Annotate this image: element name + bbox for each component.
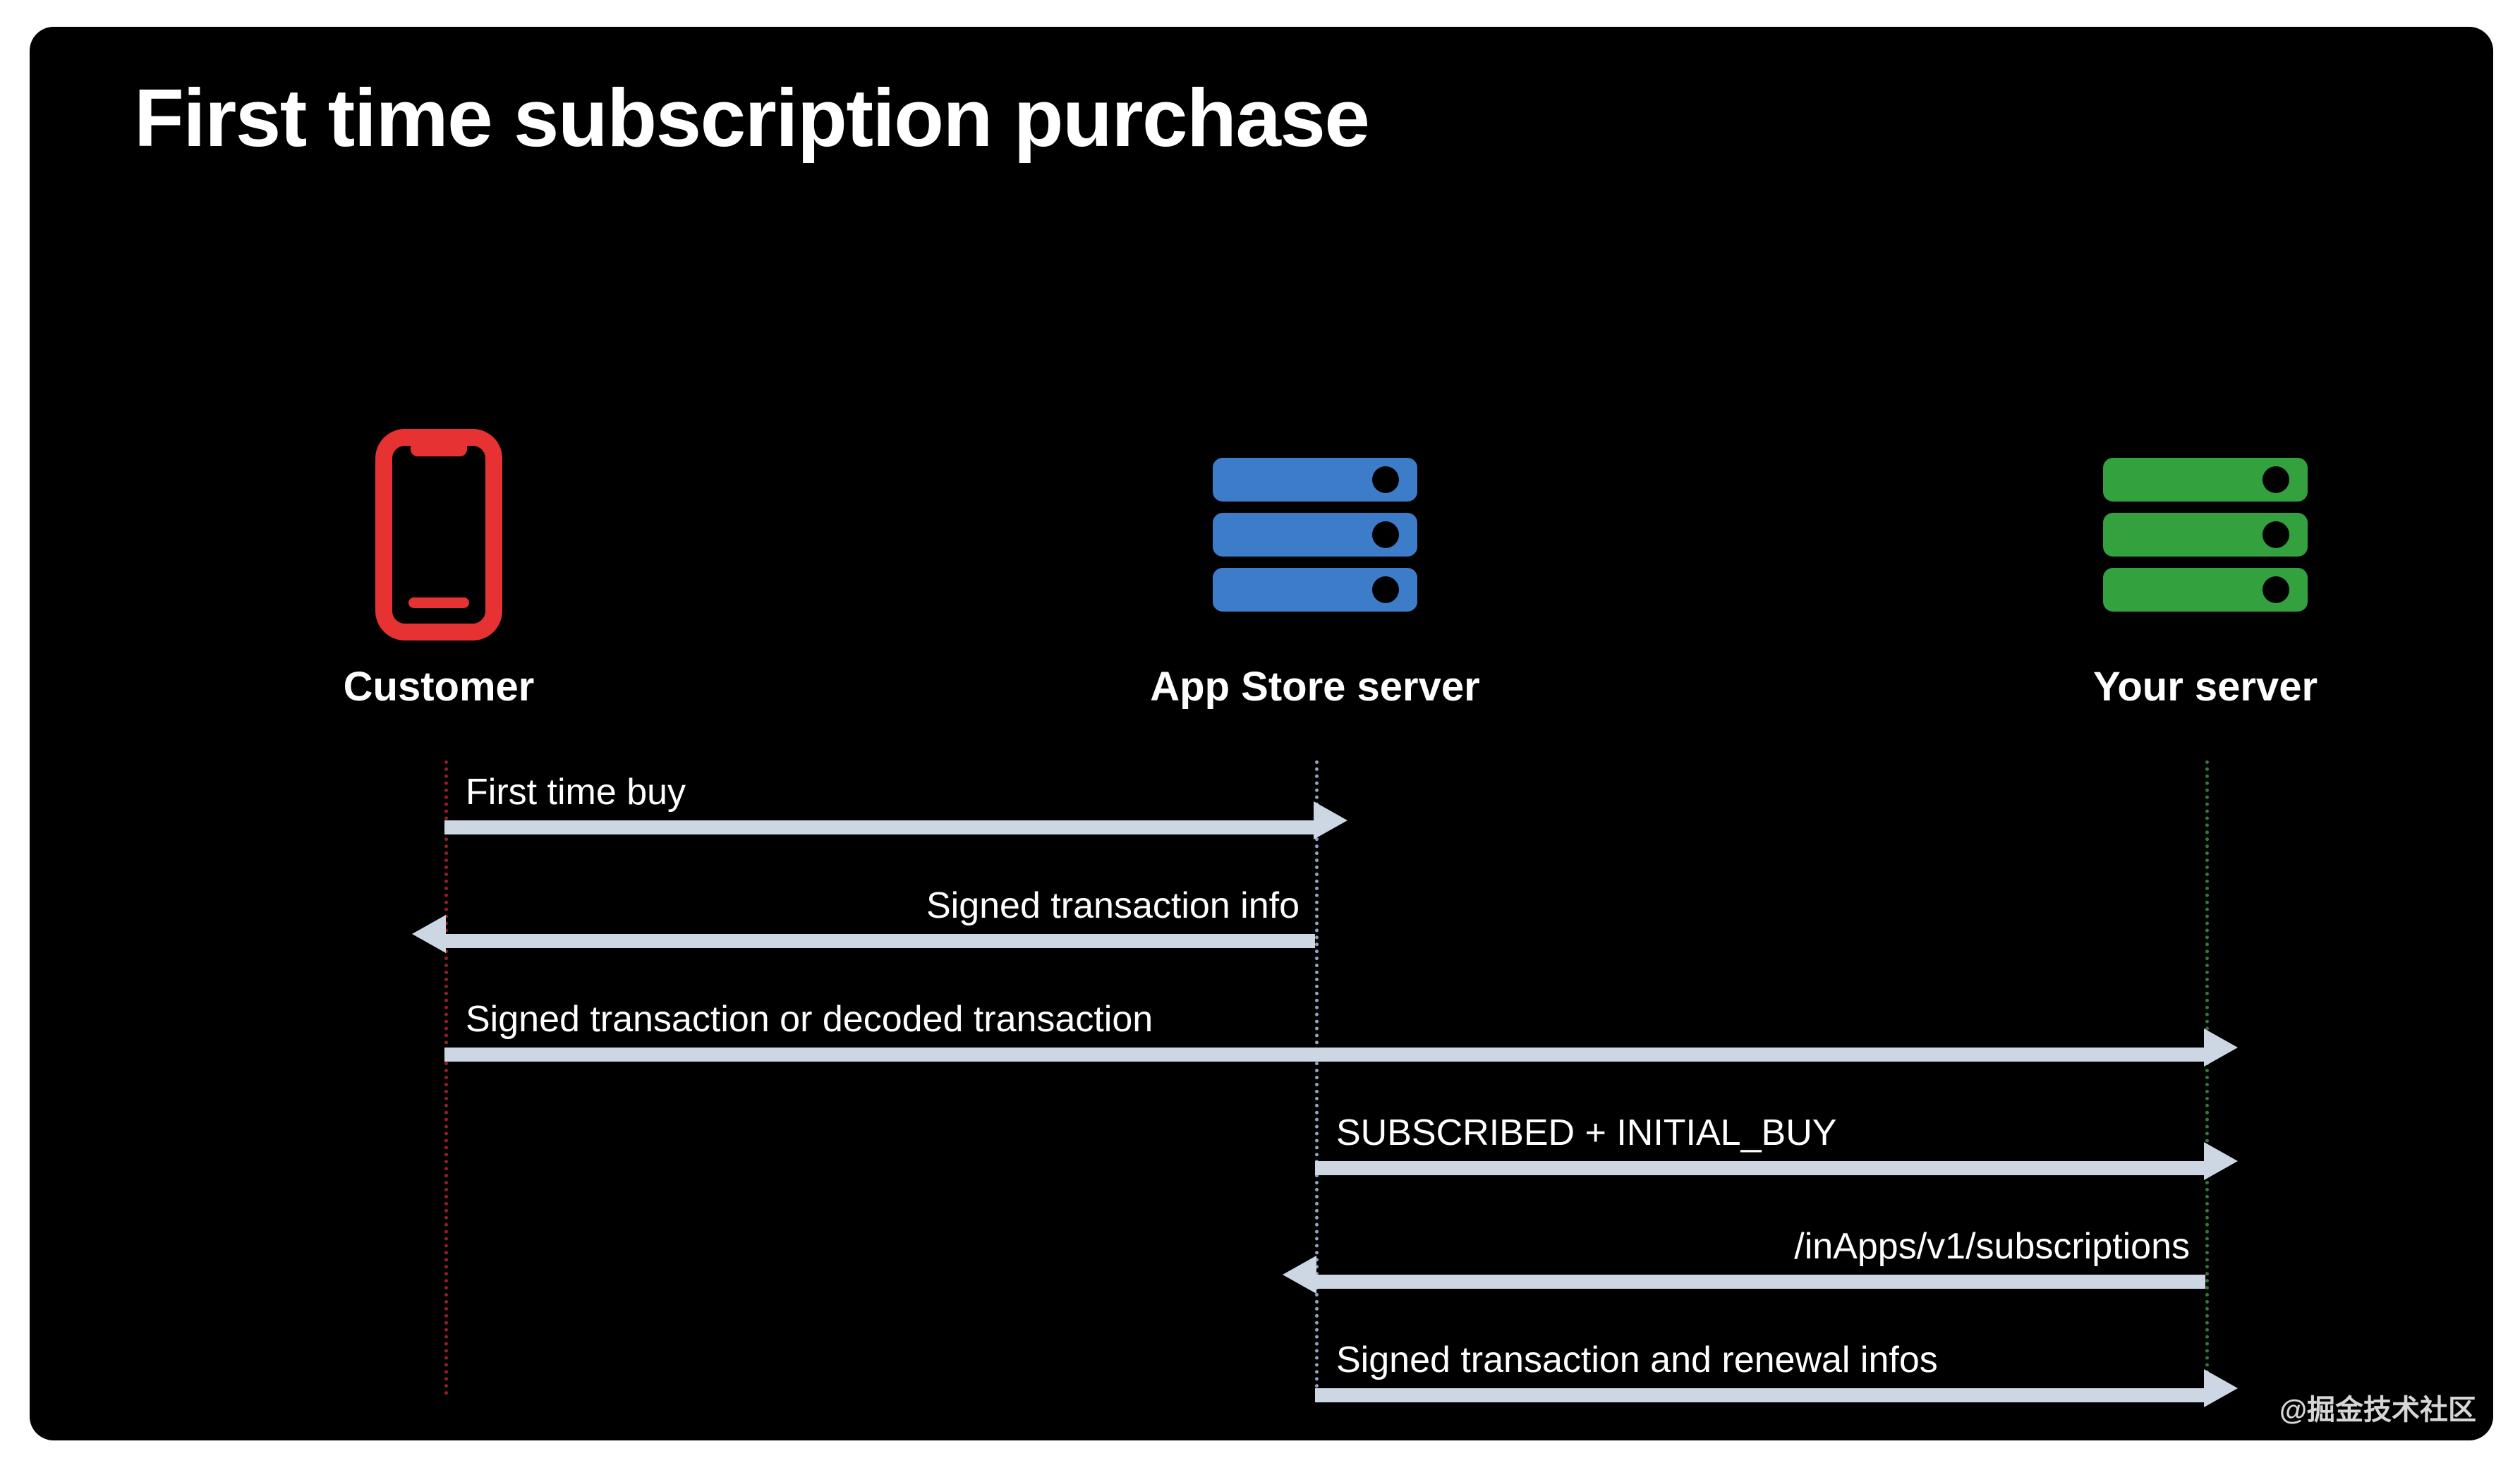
arrow-line [444,801,1347,839]
arrow-line [444,1028,2238,1067]
arrow-line [1283,1256,2205,1294]
phone-notch-icon [411,444,467,456]
watermark: @掘金技术社区 [2279,1395,2476,1426]
your-server-icon-wrap [2022,422,2389,648]
arrow-head-right-icon [2204,1369,2238,1407]
server-rack-unit [1213,568,1417,612]
phone-home-indicator-icon [408,597,469,608]
server-icon [2103,458,2308,612]
server-led-icon [1372,466,1399,493]
page-title: First time subscription purchase [134,72,1370,164]
server-led-icon [2262,576,2289,603]
message-label: Signed transaction or decoded transactio… [466,999,1153,1040]
phone-icon [375,429,502,641]
message-arrow: Signed transaction and renewal infos [1315,1325,2238,1409]
server-led-icon [2262,521,2289,548]
server-icon [1213,458,1417,612]
message-arrow: SUBSCRIBED + INITIAL_BUY [1315,1098,2238,1182]
arrow-head-left-icon [412,915,446,953]
server-led-icon [2262,466,2289,493]
arrow-line [1315,1142,2238,1180]
arrow-head-right-icon [2204,1028,2238,1067]
arrow-head-right-icon [2204,1142,2238,1180]
server-rack-unit [1213,458,1417,502]
message-arrow: Signed transaction or decoded transactio… [444,984,2238,1069]
arrow-line [1315,1369,2238,1407]
message-label: Signed transaction and renewal infos [1336,1340,1938,1380]
server-rack-unit [2103,458,2308,502]
actor-your-server: Your server [2022,422,2389,710]
lifeline-app-store-server [1315,760,1319,1395]
message-label: First time buy [466,772,686,813]
customer-icon-wrap [255,422,622,648]
server-rack-unit [2103,568,2308,612]
actor-app-store-server: App Store server [1132,422,1498,710]
arrow-line [412,915,1315,953]
lifeline-your-server [2205,760,2209,1395]
slide-card: First time subscription purchase Custome… [30,27,2493,1440]
server-led-icon [1372,521,1399,548]
app-store-server-icon-wrap [1132,422,1498,648]
arrow-head-right-icon [1314,801,1347,839]
arrow-head-left-icon [1283,1256,1316,1294]
message-arrow: /inApps/v1/subscriptions [1283,1211,2205,1296]
server-led-icon [1372,576,1399,603]
message-label: SUBSCRIBED + INITIAL_BUY [1336,1112,1837,1153]
server-rack-unit [1213,513,1417,557]
server-rack-unit [2103,513,2308,557]
message-label: Signed transaction info [926,885,1300,926]
actor-label-customer: Customer [343,664,535,710]
actor-label-your-server: Your server [2092,664,2318,710]
message-arrow: Signed transaction info [412,870,1315,955]
lifeline-customer [444,760,448,1395]
actor-customer: Customer [255,422,622,710]
message-arrow: First time buy [444,757,1347,842]
actor-label-app-store-server: App Store server [1150,664,1480,710]
message-label: /inApps/v1/subscriptions [1794,1226,2190,1267]
